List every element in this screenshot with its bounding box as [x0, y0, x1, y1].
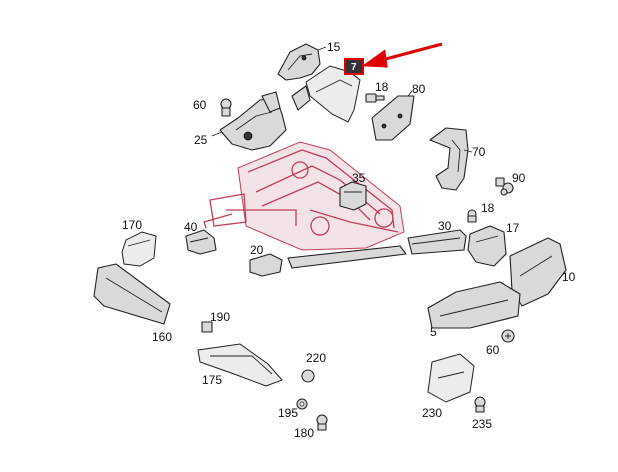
callout-160: 160 — [152, 330, 172, 344]
callout-25: 25 — [194, 133, 208, 147]
part-17-bracket[interactable] — [467, 225, 507, 267]
part-235-screw[interactable] — [474, 396, 486, 413]
callout-190: 190 — [210, 310, 230, 324]
callout-20: 20 — [250, 243, 264, 257]
callout-80: 80 — [412, 82, 426, 96]
part-60-screw-top[interactable] — [220, 98, 232, 117]
part-5-lower-trim[interactable] — [427, 281, 521, 329]
part-180-screw[interactable] — [316, 414, 328, 431]
seat-rail[interactable] — [287, 245, 407, 269]
part-25-hinge-cover[interactable] — [219, 91, 287, 151]
part-90-nuts[interactable] — [495, 177, 514, 196]
part-7-side-cover[interactable] — [291, 65, 361, 123]
callout-230: 230 — [422, 406, 442, 420]
part-20-block[interactable] — [249, 253, 283, 277]
callout-10: 10 — [562, 270, 576, 284]
callout-175: 175 — [202, 373, 222, 387]
callout-5: 5 — [430, 325, 437, 339]
part-195-washer[interactable] — [296, 398, 308, 410]
marker-7-label: 7 — [351, 62, 357, 73]
callout-180: 180 — [294, 426, 314, 440]
part-230-bracket[interactable] — [427, 353, 475, 403]
part-35-block[interactable] — [339, 181, 367, 211]
marker-7-bg — [345, 59, 363, 74]
leader-15 — [317, 46, 327, 51]
part-60-screw-lower[interactable] — [501, 329, 515, 343]
callout-220: 220 — [306, 351, 326, 365]
leader-80 — [407, 90, 413, 97]
callout-90: 90 — [512, 171, 526, 185]
part-18-screw-lower[interactable] — [467, 209, 477, 223]
marker-7-highlight-box — [344, 58, 364, 75]
callout-35: 35 — [352, 171, 366, 185]
callout-60-lower: 60 — [486, 343, 500, 357]
callout-195: 195 — [278, 406, 298, 420]
red-arrow-icon — [361, 42, 443, 68]
part-160-side-trim[interactable] — [93, 263, 171, 325]
part-30-trim-strip[interactable] — [407, 229, 467, 255]
part-15-cover[interactable] — [277, 43, 321, 81]
part-18-screw-top[interactable] — [365, 93, 385, 103]
part-190-nut[interactable] — [201, 321, 213, 333]
marker-7[interactable]: 7 — [344, 58, 364, 75]
callout-15: 15 — [327, 40, 341, 54]
part-40-bracket[interactable] — [185, 229, 217, 255]
callout-18-top: 18 — [375, 80, 389, 94]
part-70-bracket[interactable] — [429, 127, 469, 191]
callout-40: 40 — [184, 220, 198, 234]
leader-70 — [463, 149, 473, 153]
callout-18-lower: 18 — [481, 201, 495, 215]
part-220-screw[interactable] — [301, 369, 315, 383]
callout-170: 170 — [122, 218, 142, 232]
part-175-bracket[interactable] — [197, 343, 283, 387]
callout-235: 235 — [472, 417, 492, 431]
part-80-cover-plate[interactable] — [371, 95, 415, 141]
part-170-clip[interactable] — [121, 231, 157, 267]
leader-25 — [211, 131, 223, 137]
callout-30: 30 — [438, 219, 452, 233]
callout-60-top: 60 — [193, 98, 207, 112]
seat-frame[interactable] — [203, 141, 405, 251]
callout-70: 70 — [472, 145, 486, 159]
callout-17: 17 — [506, 221, 520, 235]
